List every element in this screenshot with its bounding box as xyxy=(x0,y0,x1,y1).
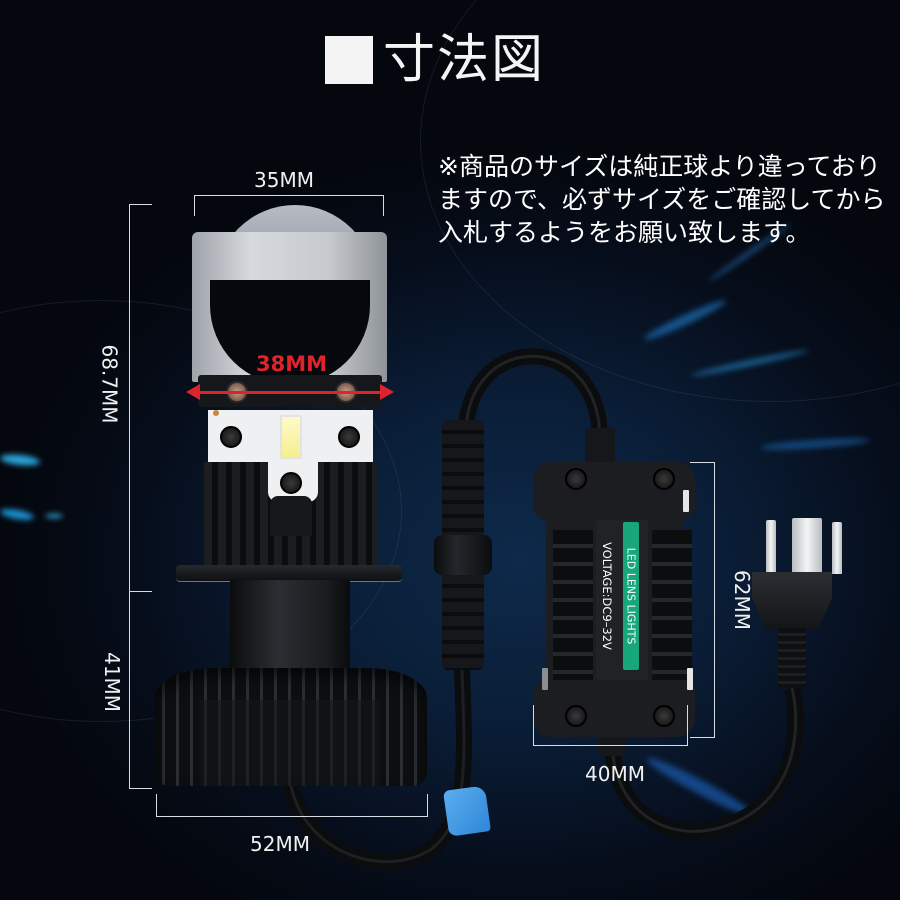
ballast-slot xyxy=(687,668,693,690)
base-band xyxy=(200,700,380,786)
plug-pin xyxy=(766,520,776,574)
arrow-left-icon xyxy=(186,384,200,400)
ballast-rib xyxy=(553,530,593,680)
red-dimension-line xyxy=(196,391,384,394)
cable-tape-tag xyxy=(443,785,491,837)
notice-line: 入札するようをお願い致します。 xyxy=(438,218,811,247)
lower-height-label: 41MM xyxy=(99,652,124,712)
led-indicator-dot xyxy=(213,410,219,416)
screw-icon xyxy=(338,426,360,448)
lens-width-label: 35MM xyxy=(254,168,314,192)
dimension-bracket-base xyxy=(156,794,428,817)
screw-icon xyxy=(565,468,587,490)
screw-icon xyxy=(653,468,675,490)
heatsink-tab xyxy=(270,496,312,536)
bulb-neck xyxy=(230,580,350,675)
screw-icon xyxy=(653,705,675,727)
ballast-slot xyxy=(542,668,548,690)
led-chip xyxy=(280,415,302,459)
page-title: 寸法図 xyxy=(325,28,545,92)
connector-nut xyxy=(434,535,492,575)
ballast-width-label: 40MM xyxy=(585,762,645,786)
ballast-slot xyxy=(683,490,689,512)
arrow-right-icon xyxy=(380,384,394,400)
light-streak xyxy=(643,752,757,822)
screw-icon xyxy=(280,472,302,494)
plug-pin xyxy=(832,522,842,574)
upper-height-label: 68.7MM xyxy=(97,344,122,424)
ballast-brand-text: LED LENS LIGHTS xyxy=(624,547,638,645)
ballast-rib xyxy=(652,530,692,680)
dimension-bracket-top xyxy=(194,195,384,216)
dimension-bracket-ballast-width xyxy=(533,705,688,746)
light-streak xyxy=(759,436,871,452)
ballast-height-label: 62MM xyxy=(729,570,754,630)
notice-line: ※商品のサイズは純正球より違っており xyxy=(438,152,881,181)
notice-line: ますので、必ずサイズをご確認してから xyxy=(438,185,886,214)
dimension-bracket-ballast-height xyxy=(690,462,715,738)
base-width-label: 52MM xyxy=(250,832,310,856)
screw-icon xyxy=(565,705,587,727)
screw-icon xyxy=(220,426,242,448)
bracket-width-label: 38MM xyxy=(256,352,328,376)
plug-pin-wide xyxy=(792,518,822,574)
h4-plug-body xyxy=(752,572,832,630)
size-notice: ※商品のサイズは純正球より違っており ますので、必ずサイズをご確認してから 入札… xyxy=(438,150,886,249)
dimension-bracket-upper xyxy=(129,204,152,592)
light-streak xyxy=(45,514,63,518)
green-label-strip xyxy=(623,522,639,670)
title-text: 寸法図 xyxy=(383,30,546,90)
plug-strain-relief xyxy=(778,628,806,688)
dimension-bracket-lower xyxy=(129,590,152,789)
ballast-voltage-text: VOLTAGE:DC9–32V xyxy=(600,542,614,650)
square-bullet-icon xyxy=(325,36,373,84)
ballast-label-plate xyxy=(596,520,648,680)
